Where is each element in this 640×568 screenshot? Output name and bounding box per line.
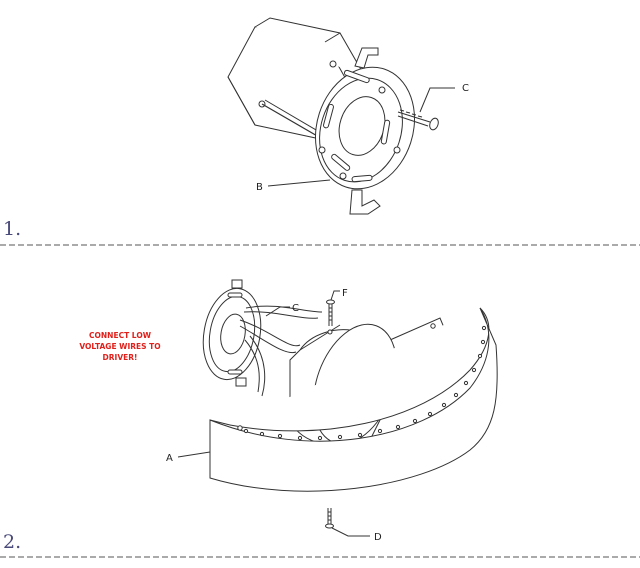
callout-c-step1: C <box>462 83 469 94</box>
warning-line-3: DRIVER! <box>102 353 138 362</box>
leader-f <box>330 290 340 301</box>
step2-illustration <box>177 279 498 537</box>
screw-d <box>325 508 334 529</box>
screw-c-step1 <box>397 109 439 131</box>
step-number-1: 1. <box>3 218 22 240</box>
warning-line-2: VOLTAGE WIRES TO <box>79 342 161 351</box>
mounting-plate-step2 <box>202 279 262 387</box>
leader-d <box>331 527 370 537</box>
callout-c-step2: C <box>292 303 299 314</box>
plate-bracket-top <box>354 47 379 69</box>
leader-c-step1 <box>419 87 455 113</box>
callout-a: A <box>166 453 173 464</box>
warning-line-1: CONNECT LOW <box>89 331 151 340</box>
plate-bracket-bottom <box>349 189 381 215</box>
shade-rivet-row <box>243 325 487 441</box>
step1-illustration <box>227 17 455 215</box>
callout-b-step1: B <box>256 182 263 193</box>
callout-f: F <box>342 288 348 299</box>
mounting-plate <box>314 66 416 190</box>
leader-c-step2 <box>265 306 290 317</box>
shade-body <box>209 307 498 492</box>
low-voltage-warning: CONNECT LOW VOLTAGE WIRES TO DRIVER! <box>70 330 170 363</box>
callout-d: D <box>374 532 382 543</box>
driver-wires <box>239 305 323 397</box>
leader-b-step1 <box>267 179 331 187</box>
leader-a <box>177 451 211 458</box>
screw-f <box>326 299 335 335</box>
step-number-2: 2. <box>3 531 22 553</box>
